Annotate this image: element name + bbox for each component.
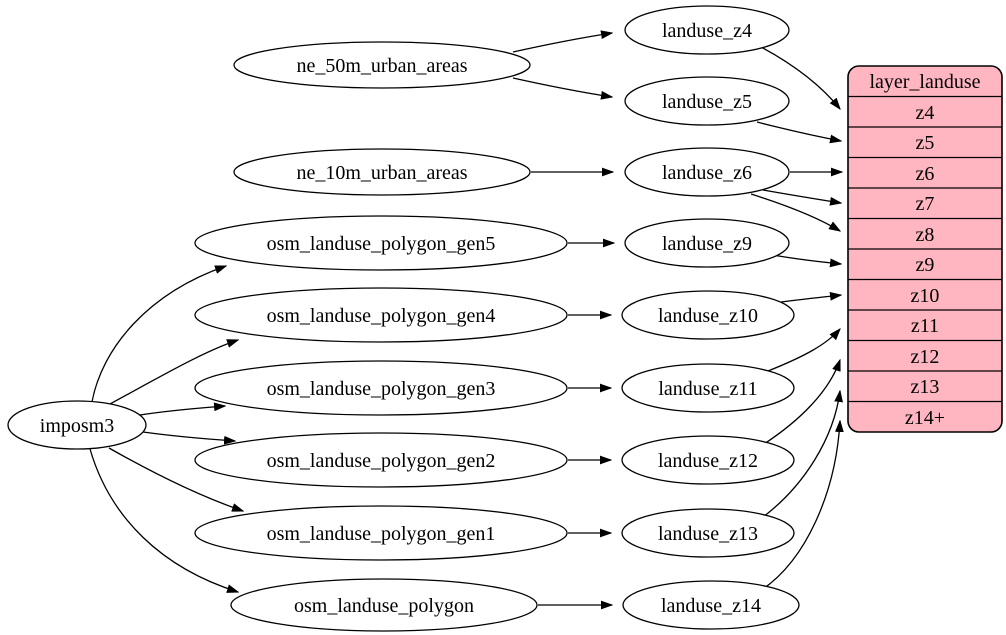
node-label-ne_10m_urban_areas: ne_10m_urban_areas — [296, 162, 467, 184]
edge-imposm3-osm_landuse_polygon_gen1 — [108, 447, 243, 512]
node-ellipse-landuse_z4 — [624, 5, 790, 55]
node-landuse_z10: landuse_z10 — [621, 290, 795, 340]
node-label-osm_landuse_polygon_gen2: osm_landuse_polygon_gen2 — [267, 450, 496, 472]
table-row-z4: z4 — [916, 102, 935, 124]
node-ellipse-landuse_z13 — [621, 508, 795, 558]
table-row-z5: z5 — [916, 132, 935, 154]
node-label-osm_landuse_polygon_gen3: osm_landuse_polygon_gen3 — [267, 378, 496, 400]
node-ne_10m_urban_areas: ne_10m_urban_areas — [233, 148, 531, 196]
table-row-z8: z8 — [916, 224, 935, 246]
edge-imposm3-osm_landuse_polygon_gen2 — [142, 431, 235, 441]
node-landuse_z5: landuse_z5 — [624, 76, 790, 126]
edge-ne_50m_urban_areas-landuse_z5 — [512, 77, 612, 97]
node-landuse_z14: landuse_z14 — [622, 580, 800, 630]
edge-landuse_z4-row_z4 — [760, 46, 840, 109]
table-row-z10: z10 — [911, 285, 940, 307]
node-osm_landuse_polygon_gen2: osm_landuse_polygon_gen2 — [194, 432, 568, 488]
node-landuse_z11: landuse_z11 — [621, 363, 795, 413]
node-label-ne_50m_urban_areas: ne_50m_urban_areas — [296, 55, 467, 77]
node-ellipse-landuse_z14 — [622, 580, 800, 630]
node-label-landuse_z12: landuse_z12 — [658, 450, 758, 472]
node-ellipse-ne_10m_urban_areas — [233, 148, 531, 196]
node-label-landuse_z5: landuse_z5 — [662, 91, 752, 113]
node-osm_landuse_polygon_gen3: osm_landuse_polygon_gen3 — [194, 360, 568, 416]
edge-imposm3-osm_landuse_polygon_gen5 — [91, 265, 226, 403]
node-landuse_z9: landuse_z9 — [624, 218, 790, 268]
node-label-osm_landuse_polygon_gen1: osm_landuse_polygon_gen1 — [267, 523, 496, 545]
node-label-osm_landuse_polygon_gen5: osm_landuse_polygon_gen5 — [267, 233, 496, 255]
node-label-landuse_z13: landuse_z13 — [658, 523, 758, 545]
edge-landuse_z11-row_z11 — [767, 329, 840, 372]
node-ellipse-osm_landuse_polygon_gen1 — [194, 505, 568, 561]
node-ellipse-landuse_z11 — [621, 363, 795, 413]
node-label-landuse_z14: landuse_z14 — [661, 595, 761, 617]
node-label-landuse_z11: landuse_z11 — [658, 378, 757, 400]
node-ellipse-landuse_z5 — [624, 76, 790, 126]
node-ellipse-osm_landuse_polygon_gen3 — [194, 360, 568, 416]
edge-landuse_z12-row_z12 — [763, 360, 841, 445]
node-osm_landuse_polygon_gen5: osm_landuse_polygon_gen5 — [194, 215, 568, 271]
node-label-landuse_z10: landuse_z10 — [658, 305, 758, 327]
node-ellipse-landuse_z6 — [624, 147, 790, 197]
edge-landuse_z14-row_z14 — [759, 421, 840, 592]
edge-landuse_z10-row_z10 — [773, 295, 841, 304]
edge-imposm3-osm_landuse_polygon_gen4 — [109, 340, 238, 405]
node-osm_landuse_polygon: osm_landuse_polygon — [230, 578, 538, 632]
node-ellipse-ne_50m_urban_areas — [233, 41, 531, 89]
table-layer_landuse: layer_landuse z4 z5 z6 z7 z8 z9 z10 z11 … — [847, 65, 1003, 433]
node-landuse_z6: landuse_z6 — [624, 147, 790, 197]
node-imposm3: imposm3 — [7, 400, 147, 450]
node-label-osm_landuse_polygon_gen4: osm_landuse_polygon_gen4 — [267, 305, 496, 327]
edge-landuse_z6-row_z7 — [762, 189, 841, 203]
node-ellipse-osm_landuse_polygon — [230, 578, 538, 632]
edge-landuse_z5-row_z5 — [756, 121, 841, 141]
edge-ne_50m_urban_areas-landuse_z4 — [512, 33, 612, 53]
table-row-z14: z14+ — [905, 407, 945, 429]
node-ne_50m_urban_areas: ne_50m_urban_areas — [233, 41, 531, 89]
node-label-landuse_z9: landuse_z9 — [662, 233, 752, 255]
table-row-z11: z11 — [911, 315, 939, 337]
node-ellipse-osm_landuse_polygon_gen2 — [194, 432, 568, 488]
node-label-landuse_z6: landuse_z6 — [662, 162, 752, 184]
node-osm_landuse_polygon_gen1: osm_landuse_polygon_gen1 — [194, 505, 568, 561]
edge-group — [89, 33, 842, 605]
edge-landuse_z6-row_z8 — [750, 193, 840, 231]
node-label-imposm3: imposm3 — [40, 415, 114, 437]
node-ellipse-landuse_z10 — [621, 290, 795, 340]
node-label-osm_landuse_polygon: osm_landuse_polygon — [294, 595, 474, 617]
table-row-z7: z7 — [916, 193, 935, 215]
node-ellipse-landuse_z12 — [621, 435, 795, 485]
node-ellipse-imposm3 — [7, 400, 147, 450]
node-landuse_z12: landuse_z12 — [621, 435, 795, 485]
table-row-z9: z9 — [916, 254, 935, 276]
node-ellipse-landuse_z9 — [624, 218, 790, 268]
node-landuse_z13: landuse_z13 — [621, 508, 795, 558]
edge-landuse_z13-row_z13 — [762, 391, 840, 518]
node-ellipse-osm_landuse_polygon_gen5 — [194, 215, 568, 271]
edge-imposm3-osm_landuse_polygon_gen3 — [139, 406, 225, 416]
edge-imposm3-osm_landuse_polygon — [89, 448, 238, 592]
table-row-z12: z12 — [911, 346, 940, 368]
table-row-z6: z6 — [916, 163, 935, 185]
node-ellipse-osm_landuse_polygon_gen4 — [194, 287, 568, 343]
node-landuse_z4: landuse_z4 — [624, 5, 790, 55]
node-label-landuse_z4: landuse_z4 — [662, 20, 752, 42]
table-row-z13: z13 — [911, 376, 940, 398]
node-osm_landuse_polygon_gen4: osm_landuse_polygon_gen4 — [194, 287, 568, 343]
table-title: layer_landuse — [869, 71, 980, 93]
